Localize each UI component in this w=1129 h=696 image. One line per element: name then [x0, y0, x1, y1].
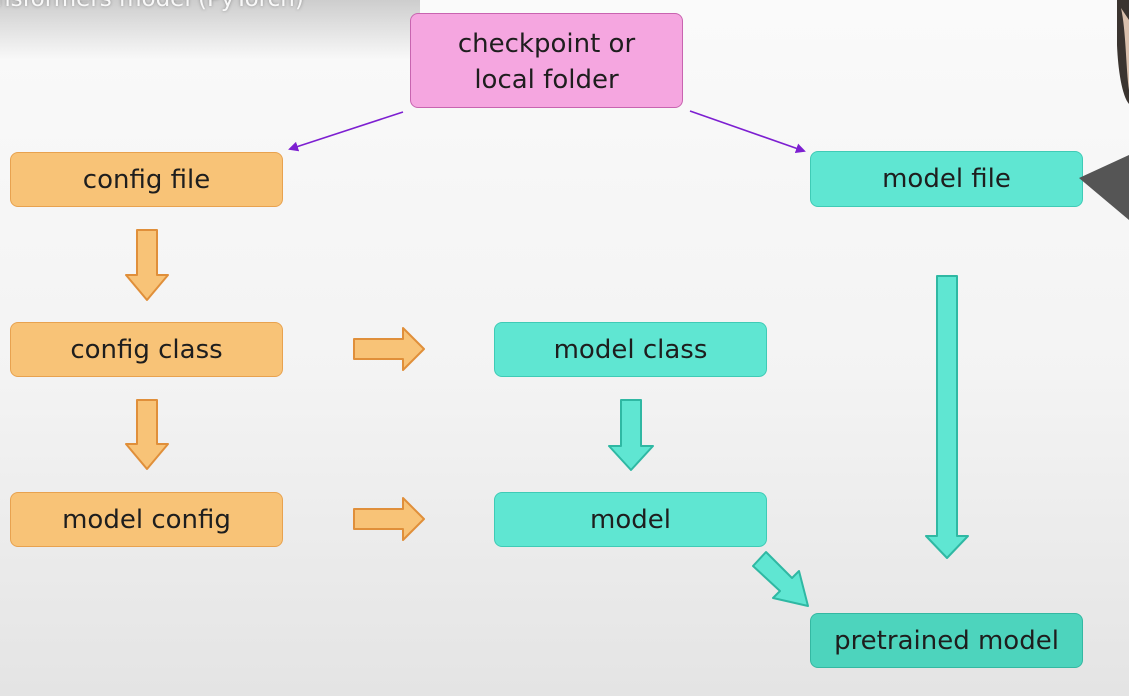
checkpoint-label-line2: local folder: [474, 64, 619, 95]
connector-checkpoint-to-config-file: [288, 111, 404, 152]
config-file-label: config file: [82, 164, 211, 195]
connector-checkpoint-to-model-file: [689, 110, 806, 154]
model-file-node: model file: [810, 151, 1083, 207]
model-label: model: [590, 504, 671, 535]
config-class-node: config class: [10, 322, 283, 377]
arrow-config-file-to-config-class-icon: [125, 229, 169, 301]
model-file-label: model file: [882, 164, 1011, 194]
model-node: model: [494, 492, 767, 547]
arrow-model-config-to-model-icon: [353, 497, 425, 541]
config-file-node: config file: [10, 152, 283, 207]
model-config-node: model config: [10, 492, 283, 547]
arrow-model-to-pretrained-icon: [752, 551, 809, 607]
model-config-label: model config: [62, 504, 231, 535]
pretrained-model-label: pretrained model: [834, 625, 1059, 656]
model-class-label: model class: [553, 334, 708, 365]
arrow-model-class-to-model-icon: [608, 399, 654, 471]
arrow-config-class-to-model-class-icon: [353, 327, 425, 371]
title-bar-shadow: [0, 0, 420, 60]
model-class-node: model class: [494, 322, 767, 377]
checkpoint-node: checkpoint or local folder: [410, 13, 683, 108]
arrow-model-file-to-pretrained-icon: [925, 275, 969, 559]
slide-title: nsformers model (PyTorch): [0, 0, 304, 12]
config-class-label: config class: [70, 334, 223, 365]
pretrained-model-node: pretrained model: [810, 613, 1083, 668]
checkpoint-label-line1: checkpoint or: [457, 28, 636, 59]
arrow-config-class-to-model-config-icon: [125, 399, 169, 470]
